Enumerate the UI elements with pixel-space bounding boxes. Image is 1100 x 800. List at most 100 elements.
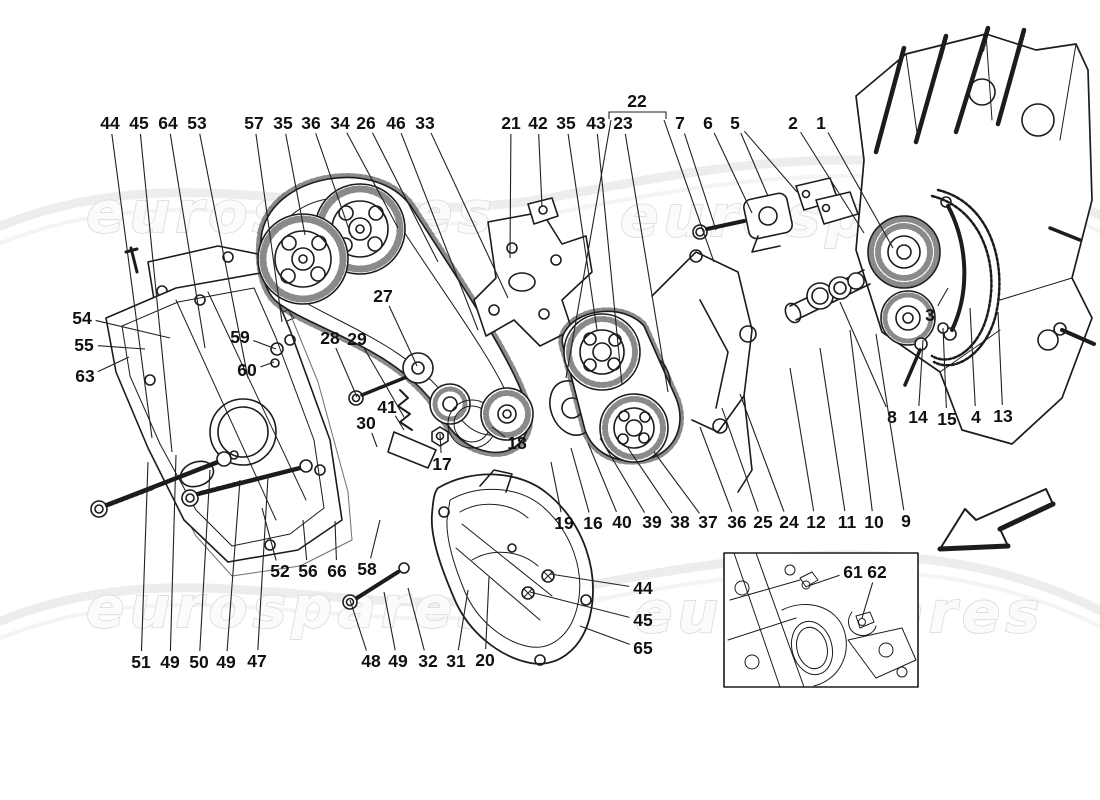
part-label-24[interactable]: 24 xyxy=(779,512,799,532)
part-label-8[interactable]: 8 xyxy=(887,407,897,427)
leader-line-44 xyxy=(111,133,153,439)
part-label-5[interactable]: 5 xyxy=(730,113,740,133)
part-label-43[interactable]: 43 xyxy=(586,113,606,133)
leader-line-32 xyxy=(407,587,425,651)
leader-line-17 xyxy=(439,433,442,454)
part-label-10[interactable]: 10 xyxy=(864,512,884,532)
part-label-53[interactable]: 53 xyxy=(187,113,207,133)
leader-line-53 xyxy=(199,133,249,379)
part-label-12[interactable]: 12 xyxy=(806,512,826,532)
part-label-49[interactable]: 49 xyxy=(216,652,236,672)
leader-line-59 xyxy=(253,339,277,350)
part-label-55[interactable]: 55 xyxy=(74,335,94,355)
part-label-35[interactable]: 35 xyxy=(273,113,293,133)
lower-belt-cover xyxy=(430,469,594,666)
part-label-37[interactable]: 37 xyxy=(698,512,717,532)
leader-line-6 xyxy=(713,132,753,214)
part-label-36[interactable]: 36 xyxy=(301,113,321,133)
part-label-25[interactable]: 25 xyxy=(753,512,773,532)
part-label-31[interactable]: 31 xyxy=(446,651,466,671)
part-label-23[interactable]: 23 xyxy=(613,113,633,133)
leader-line-18 xyxy=(491,426,506,438)
leader-line-29 xyxy=(363,348,405,418)
part-label-64[interactable]: 64 xyxy=(158,113,178,133)
leader-line-35 xyxy=(285,133,306,236)
part-label-41[interactable]: 41 xyxy=(377,397,397,417)
leader-line-31 xyxy=(457,589,469,651)
part-label-40[interactable]: 40 xyxy=(612,512,632,532)
part-label-57[interactable]: 57 xyxy=(244,113,263,133)
part-label-49[interactable]: 49 xyxy=(160,652,180,672)
part-label-29[interactable]: 29 xyxy=(347,329,367,349)
part-label-28[interactable]: 28 xyxy=(320,328,340,348)
part-label-51[interactable]: 51 xyxy=(131,652,151,672)
part-label-38[interactable]: 38 xyxy=(670,512,690,532)
part-label-50[interactable]: 50 xyxy=(189,652,209,672)
part-label-34[interactable]: 34 xyxy=(330,113,350,133)
tensioner-small-parts xyxy=(692,177,859,253)
part-label-27[interactable]: 27 xyxy=(373,286,392,306)
part-label-56[interactable]: 56 xyxy=(298,561,318,581)
part-label-6[interactable]: 6 xyxy=(703,113,713,133)
part-label-3[interactable]: 3 xyxy=(925,305,935,325)
part-label-62[interactable]: 62 xyxy=(867,562,887,582)
part-label-61[interactable]: 61 xyxy=(843,562,863,582)
part-label-32[interactable]: 32 xyxy=(418,651,438,671)
part-label-58[interactable]: 58 xyxy=(357,559,377,579)
leader-line-65 xyxy=(579,625,630,645)
part-label-59[interactable]: 59 xyxy=(230,327,250,347)
part-label-33[interactable]: 33 xyxy=(415,113,435,133)
part-label-4[interactable]: 4 xyxy=(971,407,981,427)
leader-line-22 xyxy=(663,119,715,263)
leader-line-10 xyxy=(849,329,873,512)
part-label-15[interactable]: 15 xyxy=(937,409,957,429)
part-label-1[interactable]: 1 xyxy=(816,113,826,133)
part-label-11[interactable]: 11 xyxy=(838,512,857,532)
part-label-7[interactable]: 7 xyxy=(675,113,685,133)
leader-line-61 xyxy=(807,574,840,587)
leader-line-21 xyxy=(509,133,512,259)
part-label-26[interactable]: 26 xyxy=(356,113,376,133)
part-label-45[interactable]: 45 xyxy=(129,113,149,133)
leader-line-24 xyxy=(739,393,785,512)
leader-line-15 xyxy=(942,327,947,409)
leader-line-1 xyxy=(827,132,894,249)
part-label-42[interactable]: 42 xyxy=(528,113,548,133)
part-label-44[interactable]: 44 xyxy=(100,113,120,133)
part-label-49[interactable]: 49 xyxy=(388,651,408,671)
part-label-17[interactable]: 17 xyxy=(432,454,451,474)
leader-line-62 xyxy=(861,582,874,619)
part-label-20[interactable]: 20 xyxy=(475,650,495,670)
part-label-13[interactable]: 13 xyxy=(993,406,1013,426)
part-label-45[interactable]: 45 xyxy=(633,610,653,630)
part-label-16[interactable]: 16 xyxy=(583,513,603,533)
part-label-63[interactable]: 63 xyxy=(75,366,95,386)
part-label-22[interactable]: 22 xyxy=(627,91,647,111)
part-label-19[interactable]: 19 xyxy=(554,513,574,533)
leader-line-25 xyxy=(721,407,759,512)
part-label-36[interactable]: 36 xyxy=(727,512,747,532)
part-label-66[interactable]: 66 xyxy=(327,561,347,581)
part-label-39[interactable]: 39 xyxy=(642,512,662,532)
group-bracket xyxy=(608,111,667,119)
part-label-60[interactable]: 60 xyxy=(237,360,257,380)
part-label-54[interactable]: 54 xyxy=(72,308,92,328)
part-label-14[interactable]: 14 xyxy=(908,407,928,427)
leader-line-16 xyxy=(570,447,590,513)
part-label-52[interactable]: 52 xyxy=(270,561,290,581)
part-label-48[interactable]: 48 xyxy=(361,651,381,671)
part-label-65[interactable]: 65 xyxy=(633,638,653,658)
leader-line-28 xyxy=(335,347,358,398)
part-label-47[interactable]: 47 xyxy=(247,651,266,671)
part-label-44[interactable]: 44 xyxy=(633,578,653,598)
leader-line-51 xyxy=(140,461,149,652)
part-label-2[interactable]: 2 xyxy=(788,113,798,133)
part-label-46[interactable]: 46 xyxy=(386,113,406,133)
part-label-30[interactable]: 30 xyxy=(356,413,376,433)
part-label-18[interactable]: 18 xyxy=(507,433,527,453)
part-label-9[interactable]: 9 xyxy=(901,511,911,531)
part-label-21[interactable]: 21 xyxy=(501,113,521,133)
part-label-35[interactable]: 35 xyxy=(556,113,576,133)
